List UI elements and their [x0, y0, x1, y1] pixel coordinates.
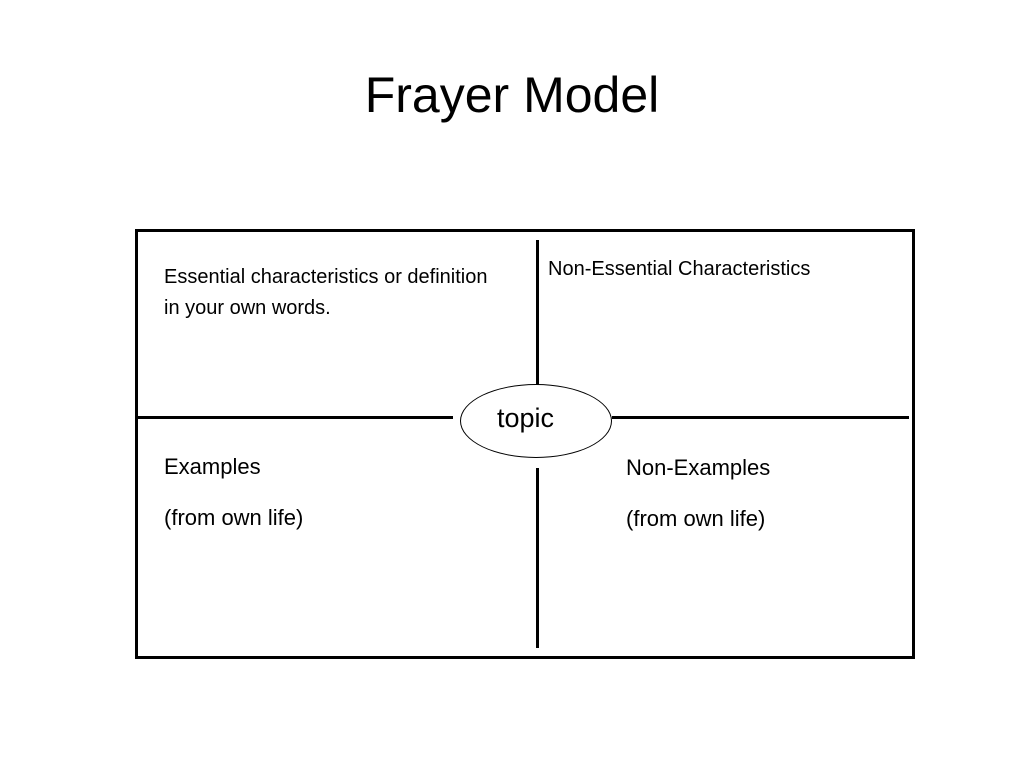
quadrant-non-examples-subheading: (from own life): [626, 506, 766, 531]
page-title: Frayer Model: [364, 67, 660, 123]
quadrant-examples-subheading: (from own life): [164, 505, 304, 530]
quadrant-non-examples-heading: Non-Examples: [626, 455, 771, 480]
vertical-divider-top: [536, 240, 539, 385]
topic-oval: [460, 384, 612, 458]
quadrant-non-essential-characteristics: Non-Essential Characteristics: [548, 258, 811, 280]
horizontal-divider-right: [612, 416, 909, 419]
horizontal-divider-left: [138, 416, 453, 419]
vertical-divider-bottom: [536, 468, 539, 648]
quadrant-essential-characteristics: Essential characteristics or definition …: [164, 266, 488, 319]
frayer-frame: [135, 229, 915, 659]
quadrant-examples-heading: Examples: [164, 454, 261, 479]
topic-label: topic: [497, 403, 555, 433]
